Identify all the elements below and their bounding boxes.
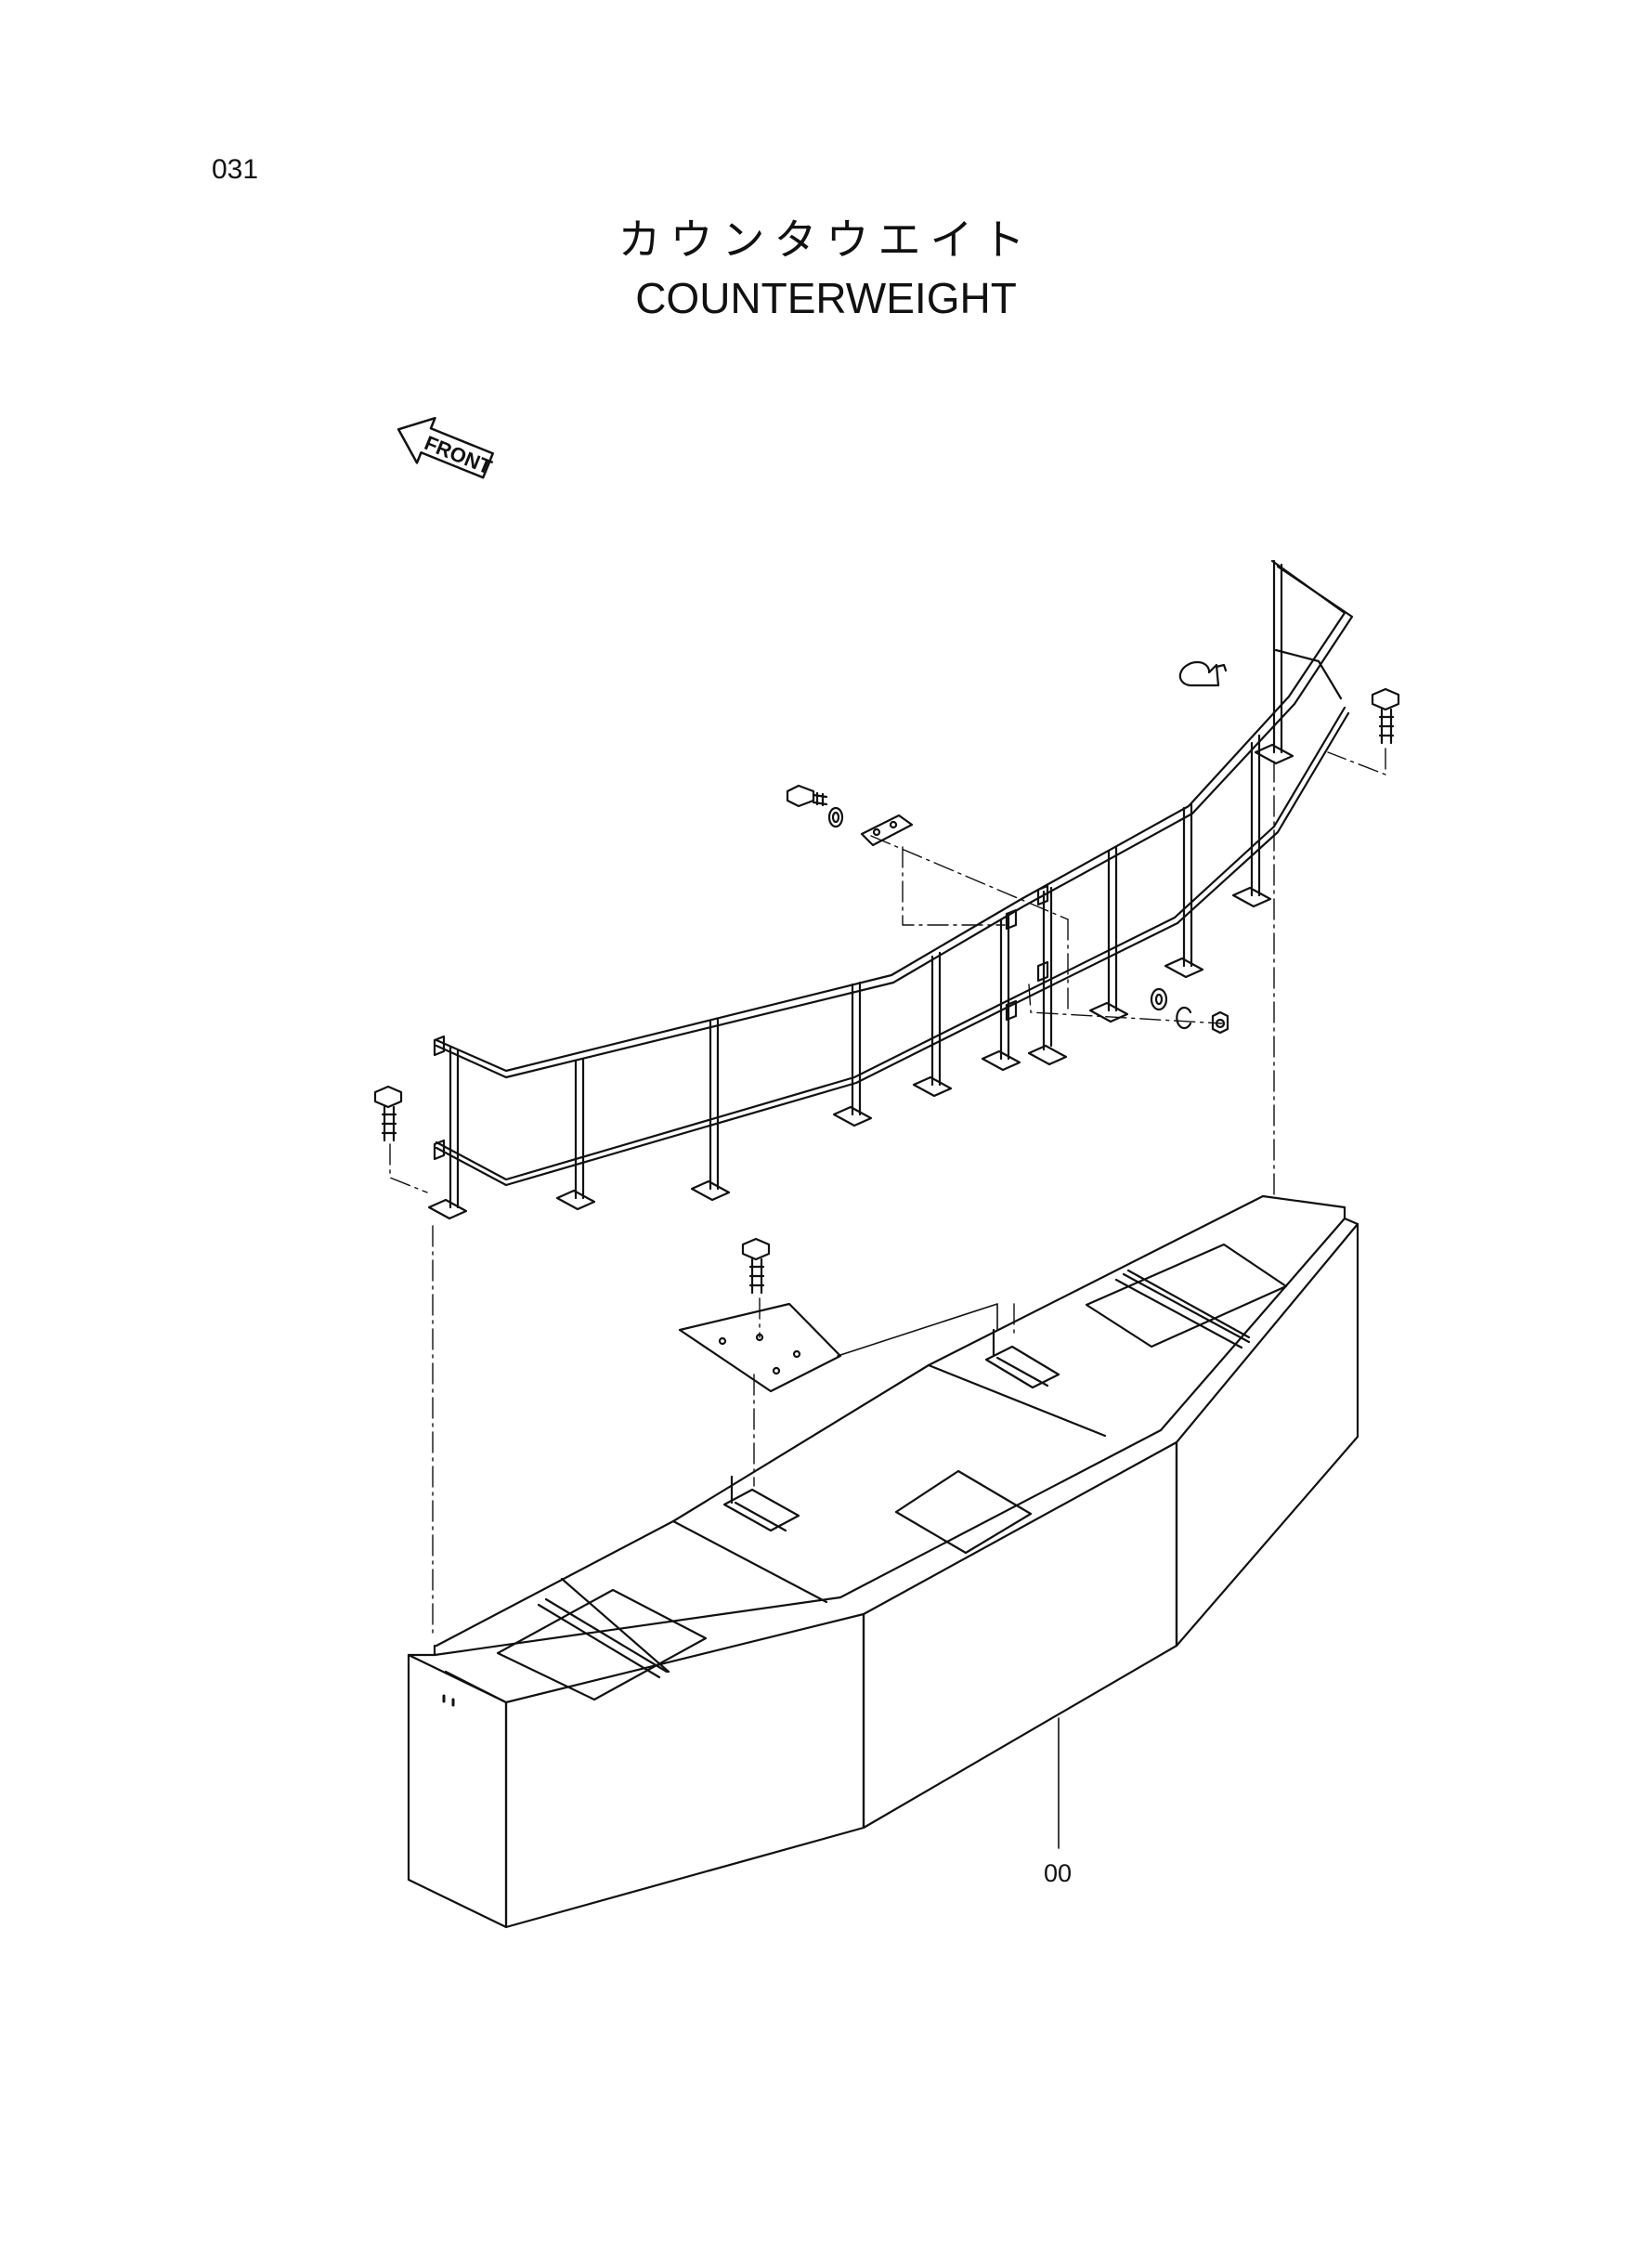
front-arrow-icon: FRONT xyxy=(397,416,496,479)
page-title: カウンタウエイト COUNTERWEIGHT xyxy=(0,212,1652,329)
page-number: 031 xyxy=(212,154,259,185)
counterweight-body xyxy=(407,1194,1359,1929)
cover-plate xyxy=(678,1302,842,1393)
callout-label-00: 00 xyxy=(1044,1859,1073,1887)
handrail xyxy=(427,559,1354,1220)
assembly-leader-lines xyxy=(389,748,1386,1635)
title-english: COUNTERWEIGHT xyxy=(635,274,1017,322)
overlap-frame-lines xyxy=(837,1303,998,1357)
title-japanese: カウンタウエイト xyxy=(618,215,1034,265)
front-arrow-label: FRONT xyxy=(422,431,496,479)
